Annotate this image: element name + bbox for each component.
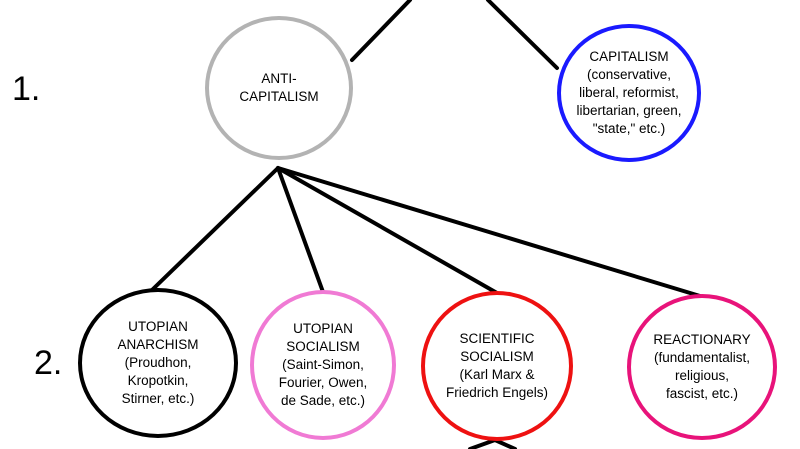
scientific-socialism-label: SCIENTIFIC SOCIALISM (Karl Marx & Friedr… [445, 331, 549, 400]
edge-scientific-socialism-down-left [468, 438, 497, 449]
capitalism-label: CAPITALISM (conservative, liberal, refor… [576, 49, 682, 136]
edge-root-to-anti-capitalism [350, 0, 412, 62]
utopian-anarchism-label: UTOPIAN ANARCHISM (Proudhon, Kropotkin, … [117, 319, 199, 406]
node-scientific-socialism[interactable]: SCIENTIFIC SOCIALISM (Karl Marx & Friedr… [421, 291, 573, 441]
node-utopian-anarchism[interactable]: UTOPIAN ANARCHISM (Proudhon, Kropotkin, … [78, 288, 238, 438]
level-2-label: 2. [34, 344, 63, 382]
edge-anti-capitalism-to-scientific-socialism [276, 166, 499, 295]
edge-anti-capitalism-to-reactionary [276, 166, 702, 298]
edge-anti-capitalism-to-utopian-socialism [276, 166, 325, 294]
edge-anti-capitalism-to-utopian-anarchism [150, 166, 280, 292]
reactionary-label: REACTIONARY (fundamentalist, religious, … [653, 332, 751, 401]
node-utopian-socialism[interactable]: UTOPIAN SOCIALISM (Saint-Simon, Fourier,… [250, 290, 396, 440]
level-1-label: 1. [12, 70, 41, 108]
anti-capitalism-label: ANTI- CAPITALISM [239, 71, 319, 104]
node-capitalism[interactable]: CAPITALISM (conservative, liberal, refor… [557, 24, 701, 162]
node-anti-capitalism[interactable]: ANTI- CAPITALISM [205, 16, 353, 160]
edge-root-to-capitalism [486, 0, 559, 70]
utopian-socialism-label: UTOPIAN SOCIALISM (Saint-Simon, Fourier,… [278, 321, 368, 408]
node-reactionary[interactable]: REACTIONARY (fundamentalist, religious, … [627, 294, 777, 440]
edge-scientific-socialism-down-right [493, 438, 517, 449]
